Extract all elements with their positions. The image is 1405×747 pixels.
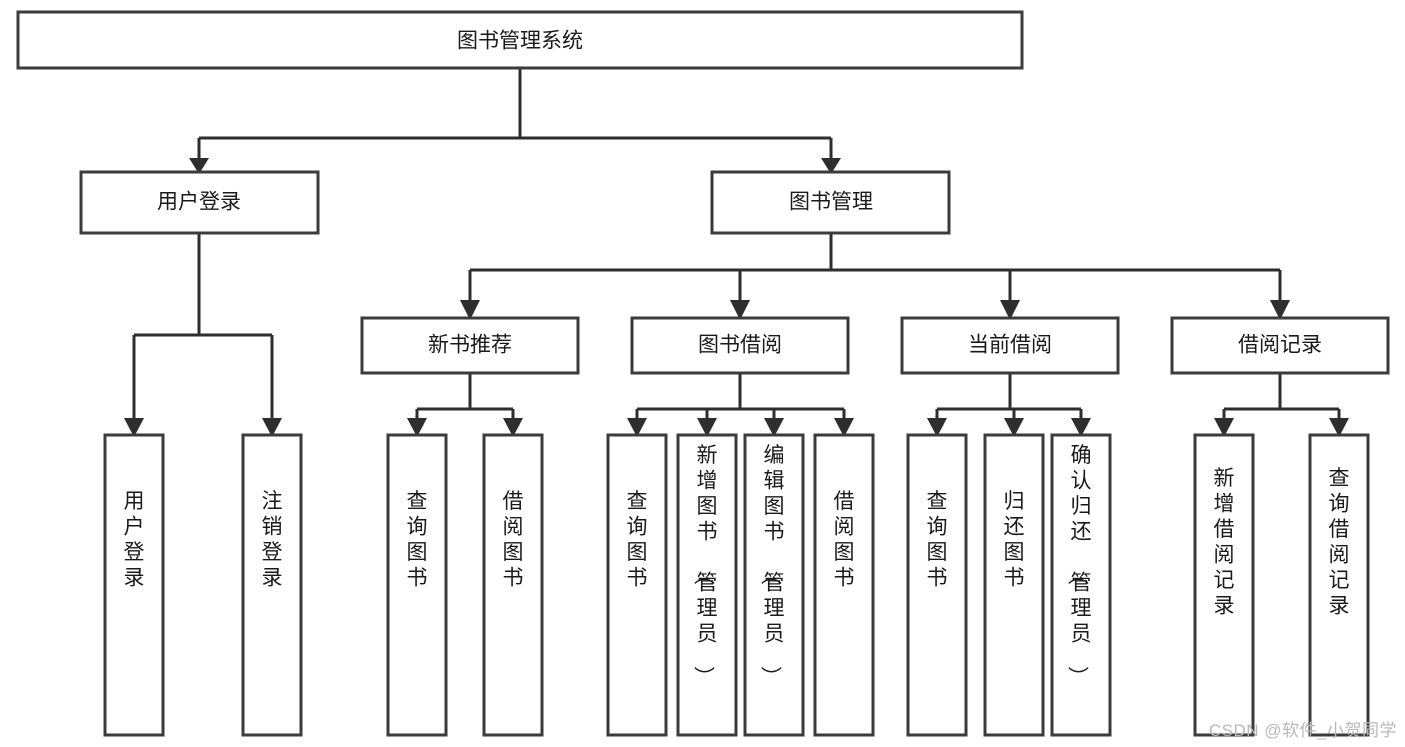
leaf-borrow-book-rec-box[interactable] — [482, 433, 544, 737]
arrowhead-leaf-borrow-book — [834, 418, 854, 437]
node-borrow-record-label: 借阅记录 — [1238, 334, 1322, 357]
leaf-node-return-book[interactable]: 归还图书 — [983, 433, 1045, 737]
leaf-borrow-book-box[interactable] — [813, 433, 875, 737]
leaf-return-book-label: 归还图书 — [1004, 490, 1025, 590]
leaf-node-user-login[interactable]: 用户登录 — [103, 433, 165, 737]
leaf-query-book-current-label: 查询图书 — [927, 490, 948, 590]
leaf-add-book-label: 新增图书（管理员） — [692, 444, 718, 687]
connector-layer — [124, 68, 1349, 437]
node-borrow-record-box[interactable] — [1170, 316, 1390, 375]
leaf-edit-book-label: 编辑图书（管理员） — [759, 444, 785, 687]
node-user-login[interactable]: 用户登录 — [79, 170, 320, 235]
leaf-confirm-return-label: 确认归还（管理员） — [1066, 444, 1092, 687]
node-book-borrow[interactable]: 图书借阅 — [630, 316, 850, 375]
node-root[interactable]: 图书管理系统 — [16, 10, 1024, 70]
leaf-node-confirm-return[interactable]: 确认归还（管理员） — [1050, 433, 1112, 737]
arrowhead-leaf-user-login — [124, 418, 144, 437]
leaf-node-query-book-current[interactable]: 查询图书 — [906, 433, 968, 737]
arrowhead-new-book-recommend — [460, 300, 480, 320]
node-book-manage-box[interactable] — [710, 170, 951, 235]
leaf-add-record-label: 新增借阅记录 — [1214, 467, 1235, 618]
arrowhead-leaf-confirm-return — [1071, 418, 1091, 437]
node-book-manage-label: 图书管理 — [789, 191, 873, 214]
arrowhead-leaf-add-record — [1214, 418, 1234, 437]
leaf-query-book-rec-box[interactable] — [386, 433, 448, 737]
leaf-user-login-box[interactable] — [103, 433, 165, 737]
leaf-logout-label: 注销登录 — [262, 490, 283, 590]
leaf-logout-box[interactable] — [241, 433, 303, 737]
node-root-label: 图书管理系统 — [457, 30, 583, 53]
arrowhead-book-manage — [821, 158, 841, 174]
leaf-edit-book-box[interactable] — [743, 433, 805, 737]
leaf-borrow-book-rec-label: 借阅图书 — [503, 490, 524, 590]
node-current-borrow-box[interactable] — [900, 316, 1120, 375]
arrowhead-leaf-query-book-current — [927, 418, 947, 437]
leaf-node-query-record[interactable]: 查询借阅记录 — [1308, 433, 1370, 737]
node-new-book-recommend[interactable]: 新书推荐 — [360, 316, 580, 375]
arrowhead-leaf-edit-book — [764, 418, 784, 437]
leaf-node-query-book-borrow[interactable]: 查询图书 — [606, 433, 668, 737]
node-new-book-recommend-label: 新书推荐 — [428, 334, 512, 357]
leaf-query-record-box[interactable] — [1308, 433, 1370, 737]
node-user-login-box[interactable] — [79, 170, 320, 235]
arrowhead-leaf-add-book — [697, 418, 717, 437]
leaf-node-add-record[interactable]: 新增借阅记录 — [1193, 433, 1255, 737]
arrowhead-current-borrow — [1000, 300, 1020, 320]
arrowhead-book-borrow — [730, 300, 750, 320]
node-book-manage[interactable]: 图书管理 — [710, 170, 951, 235]
leaf-query-book-borrow-box[interactable] — [606, 433, 668, 737]
arrowhead-leaf-borrow-book-rec — [503, 418, 523, 437]
arrowhead-leaf-query-book-borrow — [627, 418, 647, 437]
csdn-watermark: CSDN @软件_小贺同学 — [1208, 721, 1397, 740]
leaf-node-borrow-book[interactable]: 借阅图书 — [813, 433, 875, 737]
node-book-borrow-label: 图书借阅 — [698, 334, 782, 357]
node-root-box[interactable] — [16, 10, 1024, 70]
leaf-node-borrow-book-rec[interactable]: 借阅图书 — [482, 433, 544, 737]
leaf-return-book-box[interactable] — [983, 433, 1045, 737]
leaf-node-query-book-rec[interactable]: 查询图书 — [386, 433, 448, 737]
leaf-node-logout[interactable]: 注销登录 — [241, 433, 303, 737]
leaf-query-book-rec-label: 查询图书 — [407, 490, 428, 590]
leaf-confirm-return-box[interactable] — [1050, 433, 1112, 737]
node-new-book-recommend-box[interactable] — [360, 316, 580, 375]
leaf-add-book-box[interactable] — [676, 433, 738, 737]
arrowhead-leaf-query-book-rec — [407, 418, 427, 437]
node-current-borrow-label: 当前借阅 — [968, 334, 1052, 357]
leaf-add-record-box[interactable] — [1193, 433, 1255, 737]
node-current-borrow[interactable]: 当前借阅 — [900, 316, 1120, 375]
arrowhead-user-login — [189, 158, 209, 174]
arrowhead-borrow-record — [1270, 300, 1290, 320]
node-user-login-label: 用户登录 — [157, 191, 241, 214]
node-borrow-record[interactable]: 借阅记录 — [1170, 316, 1390, 375]
arrowhead-leaf-return-book — [1004, 418, 1024, 437]
leaf-borrow-book-label: 借阅图书 — [834, 490, 855, 590]
leaf-node-edit-book[interactable]: 编辑图书（管理员） — [743, 433, 805, 737]
leaf-query-book-current-box[interactable] — [906, 433, 968, 737]
leaf-query-book-borrow-label: 查询图书 — [627, 490, 648, 590]
leaf-query-record-label: 查询借阅记录 — [1329, 467, 1350, 618]
leaf-user-login-label: 用户登录 — [124, 490, 145, 590]
leaf-node-add-book[interactable]: 新增图书（管理员） — [676, 433, 738, 737]
arrowhead-leaf-query-record — [1329, 418, 1349, 437]
arrowhead-leaf-logout — [262, 418, 282, 437]
node-book-borrow-box[interactable] — [630, 316, 850, 375]
